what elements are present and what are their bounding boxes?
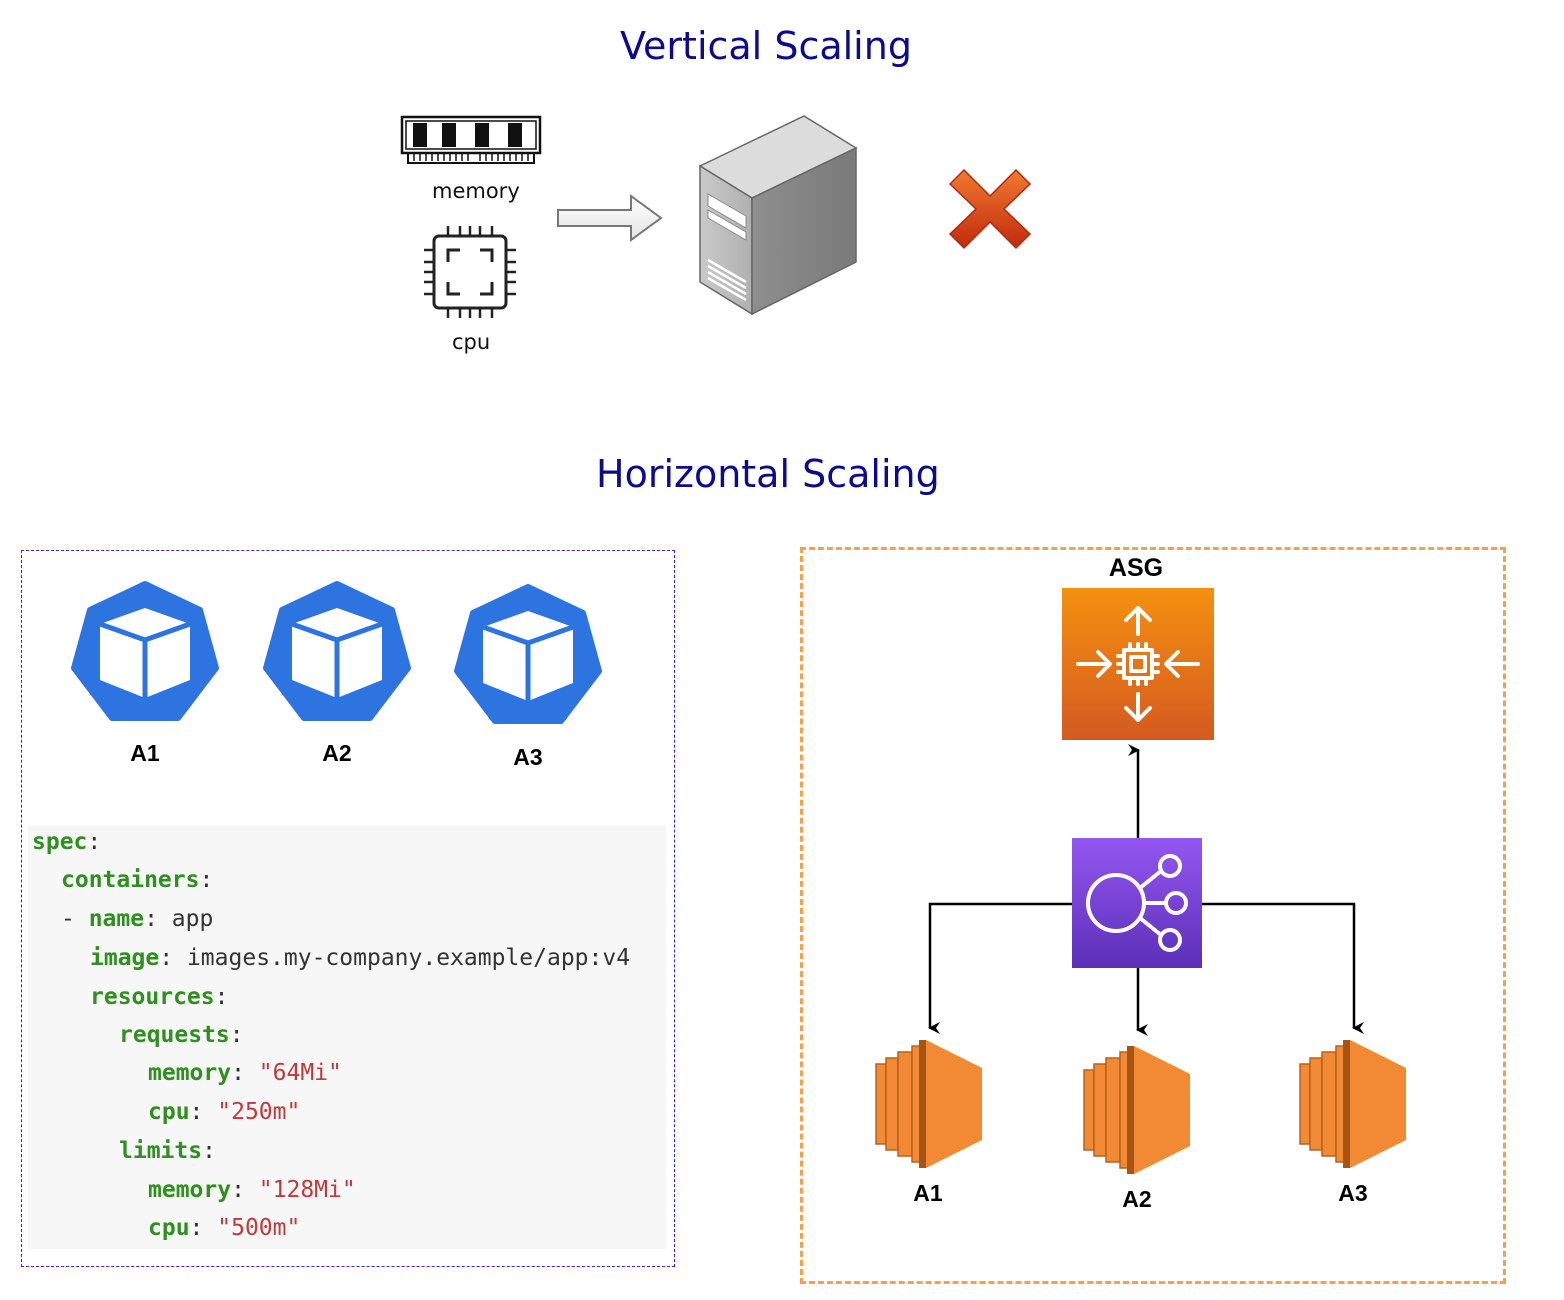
autoscaling-icon — [1062, 588, 1214, 740]
vertical-scaling-title: Vertical Scaling — [620, 24, 912, 68]
arrow-right-icon — [557, 194, 663, 242]
code-line: resources: — [90, 984, 229, 1010]
code-line: limits: — [119, 1138, 216, 1164]
kubernetes-group — [21, 550, 675, 1267]
ec2-instance-a2-label: A2 — [1122, 1186, 1152, 1212]
cpu-icon — [424, 226, 516, 318]
ec2-instance-a1-icon — [875, 1040, 982, 1168]
code-line: spec: — [32, 829, 102, 855]
k8s-pod-a1-label: A1 — [130, 740, 160, 766]
code-line: requests: — [119, 1022, 244, 1048]
horizontal-scaling-title: Horizontal Scaling — [596, 452, 940, 496]
aws-group — [800, 547, 1506, 1284]
code-line: - name: app — [61, 906, 214, 932]
k8s-pod-a2-label: A2 — [322, 740, 352, 766]
k8s-pod-a3-icon — [454, 584, 602, 724]
k8s-pod-a2-icon — [263, 581, 411, 721]
cpu-label: cpu — [452, 330, 491, 354]
code-line: image: images.my-company.example/app:v4 — [90, 945, 631, 971]
code-line: containers: — [61, 867, 214, 893]
code-line: cpu: "500m" — [148, 1215, 301, 1241]
code-line: memory: "64Mi" — [148, 1060, 342, 1086]
ec2-instance-a2-icon — [1083, 1046, 1190, 1174]
ec2-instance-a3-label: A3 — [1338, 1180, 1368, 1206]
red-x-icon — [948, 168, 1032, 250]
memory-chip-icon — [400, 115, 542, 164]
server-tower-icon — [698, 115, 858, 316]
connector-lines — [928, 744, 1364, 1036]
ec2-instance-a3-icon — [1299, 1040, 1406, 1168]
yaml-code-block: spec: containers: - name: app image: ima… — [28, 825, 666, 1249]
k8s-pod-a1-icon — [71, 581, 219, 721]
memory-label: memory — [432, 179, 520, 203]
load-balancer-icon — [1072, 838, 1202, 968]
code-line: memory: "128Mi" — [148, 1177, 356, 1203]
code-line: cpu: "250m" — [148, 1099, 301, 1125]
ec2-instance-a1-label: A1 — [913, 1180, 943, 1206]
k8s-pod-a3-label: A3 — [513, 744, 543, 770]
asg-label: ASG — [1108, 554, 1164, 582]
